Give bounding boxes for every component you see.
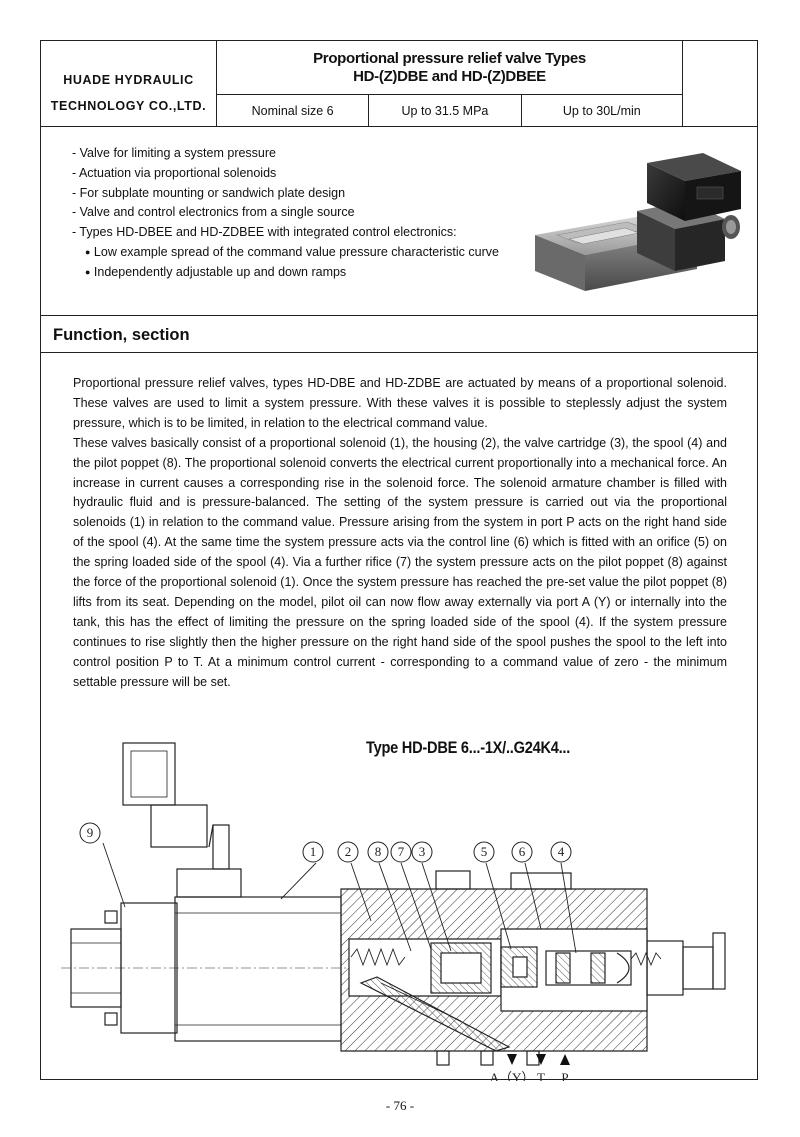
callout-label: 6 [519, 844, 526, 859]
spec-pressure: Up to 31.5 MPa [369, 95, 522, 126]
spec-nominal-size: Nominal size 6 [217, 95, 370, 126]
section-title: Function, section [53, 326, 190, 344]
page-number: - 76 - [385, 1098, 415, 1113]
function-description: Proportional pressure relief valves, typ… [73, 374, 727, 693]
callout-label: 2 [345, 844, 352, 859]
port-label-t: T [537, 1070, 545, 1081]
bullet-icon: ● [85, 246, 91, 257]
diagram-type-label: Type HD-DBE 6...-1X/..G24K4... [366, 738, 571, 757]
page-frame: HUADE HYDRAULIC TECHNOLOGY CO.,LTD. Prop… [40, 40, 758, 1081]
feature-item: - Valve and control electronics from a s… [72, 205, 355, 220]
feature-item: - Actuation via proportional solenoids [72, 165, 277, 180]
spec-flow: Up to 30L/min [562, 103, 641, 118]
header-divider [41, 126, 757, 127]
doc-title-line2: HD-(Z)DBE and HD-(Z)DBEE [353, 68, 546, 85]
callout-label: 7 [398, 844, 405, 859]
function-paragraph: Proportional pressure relief valves, typ… [73, 376, 727, 430]
doc-title-line1: Proportional pressure relief valve Types [313, 50, 586, 67]
company-name-line2: TECHNOLOGY CO.,LTD. [50, 99, 207, 113]
callout-label: 4 [558, 844, 565, 859]
sub-feature-text: Independently adjustable up and down ram… [93, 264, 347, 279]
function-paragraph: These valves basically consist of a prop… [73, 435, 727, 689]
section-divider [41, 315, 757, 316]
bullet-icon: ● [85, 266, 91, 277]
callout-label: 3 [419, 844, 426, 859]
title-cell: Proportional pressure relief valve Types… [217, 41, 683, 95]
valve-section-diagram: 9 1 2 8 7 3 5 6 4 A（Y） T P [61, 742, 726, 1081]
sub-feature-item: ● Independently adjustable up and down r… [72, 263, 499, 283]
sub-feature-text: Low example spread of the command value … [93, 244, 499, 259]
spec-row: Nominal size 6 Up to 31.5 MPa Up to 30L/… [217, 95, 683, 126]
port-label-p: P [561, 1070, 568, 1081]
section-divider [41, 352, 757, 353]
feature-item: - Types HD-DBEE and HD-ZDBEE with integr… [72, 225, 457, 240]
feature-item: - Valve for limiting a system pressure [72, 146, 276, 160]
company-name-line1: HUADE HYDRAULIC [63, 73, 194, 87]
callout-label: 1 [310, 844, 317, 859]
callout-label: 9 [87, 825, 94, 840]
callout-label: 5 [481, 844, 488, 859]
feature-list: - Valve for limiting a system pressure -… [72, 144, 499, 283]
company-cell: HUADE HYDRAULIC TECHNOLOGY CO.,LTD. [41, 41, 217, 126]
port-label-a-y: A（Y） [490, 1070, 535, 1081]
feature-item: - For subplate mounting or sandwich plat… [72, 185, 346, 200]
callout-label: 8 [375, 844, 382, 859]
valve-photo [535, 153, 741, 291]
sub-feature-item: ● Low example spread of the command valu… [72, 243, 499, 263]
